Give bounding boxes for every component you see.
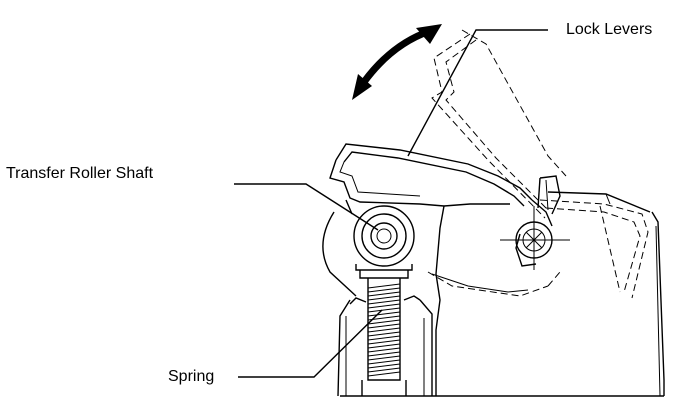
lock-levers-label: Lock Levers [566, 21, 652, 38]
curved-double-arrow-icon [352, 24, 442, 100]
lock-lever [329, 143, 561, 227]
transfer-roller-shaft-label: Transfer Roller Shaft [6, 165, 154, 182]
spring [361, 278, 407, 396]
frame-body [340, 191, 665, 397]
pivot-crosshair [500, 206, 570, 270]
leader-lines [234, 29, 548, 378]
spring-leader [238, 309, 383, 378]
lock-levers-leader [407, 29, 548, 157]
side-plate [322, 199, 433, 397]
spring-label: Spring [168, 368, 214, 385]
lever-open-position-outline [427, 29, 649, 299]
transfer-roller-shaft-leader [234, 183, 379, 231]
transfer-roller-shaft [353, 205, 415, 279]
